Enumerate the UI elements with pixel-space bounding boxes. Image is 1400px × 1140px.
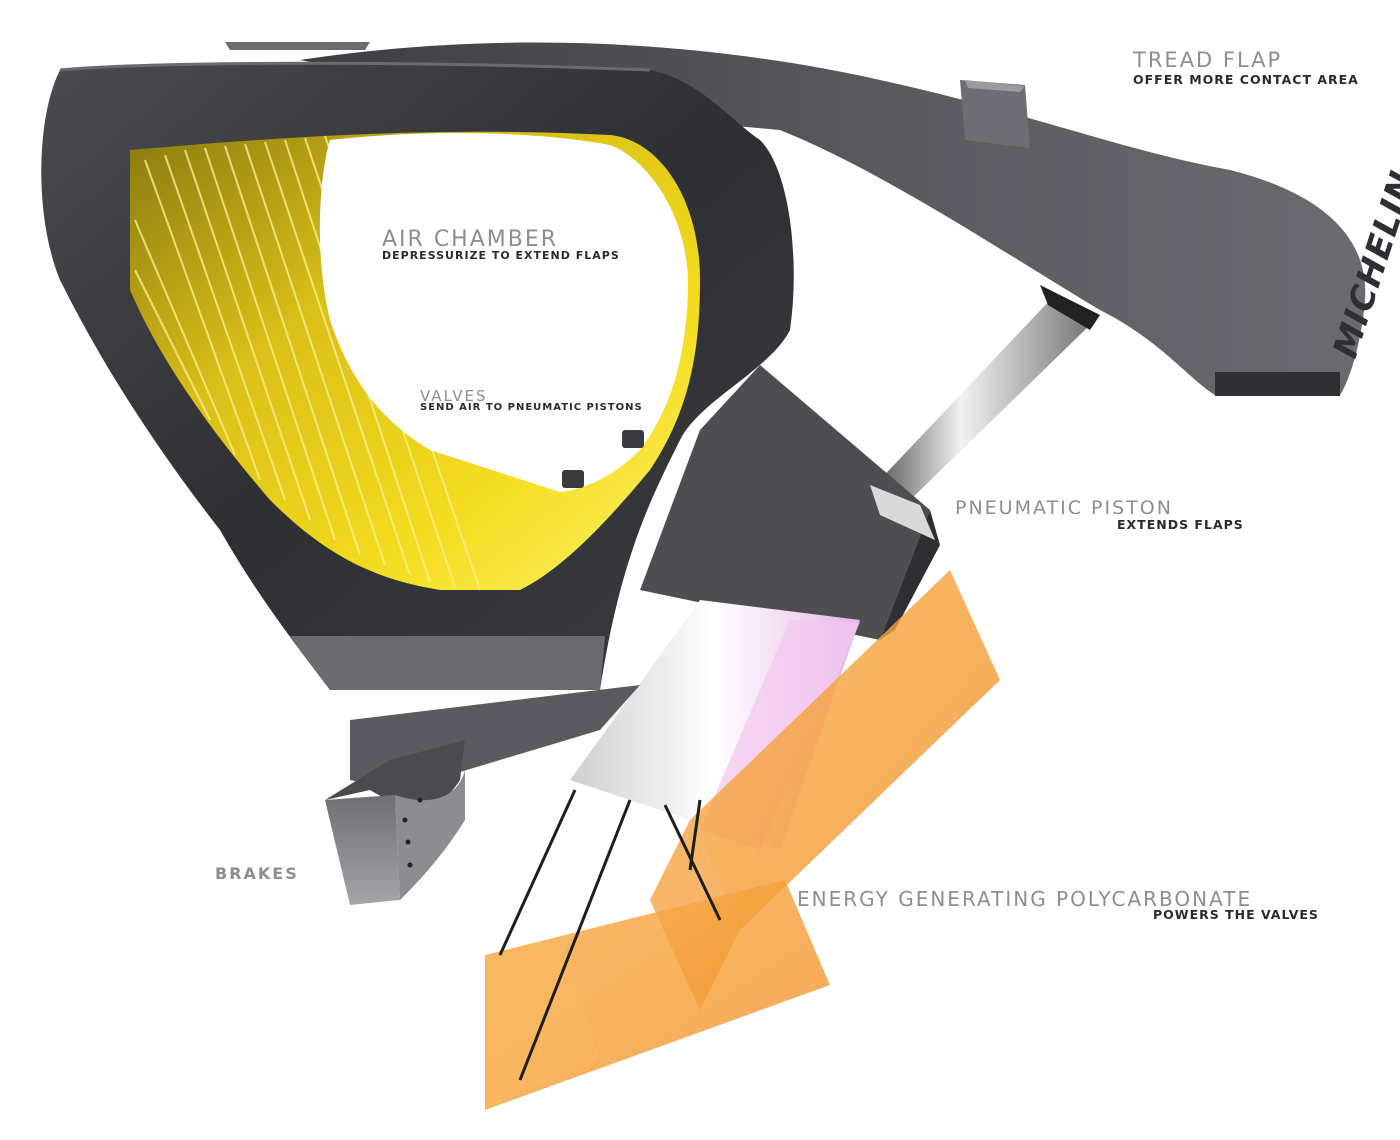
pneumatic-piston-title: PNEUMATIC PISTON (955, 497, 1173, 519)
polycarbonate-title: ENERGY GENERATING POLYCARBONATE (797, 887, 1253, 911)
air-chamber (130, 131, 700, 591)
piston-housing (640, 365, 940, 640)
pneumatic-piston-rod (875, 285, 1100, 505)
brakes (325, 685, 640, 905)
air-chamber-subtitle: DEPRESSURIZE TO EXTEND FLAPS (382, 249, 620, 262)
polycarbonate-subtitle: POWERS THE VALVES (1153, 907, 1319, 922)
air-chamber-title: AIR CHAMBER (382, 227, 559, 252)
valves-subtitle: SEND AIR TO PNEUMATIC PISTONS (420, 402, 643, 413)
brakes-title: BRAKES (215, 864, 299, 883)
valves-title: VALVES (420, 387, 488, 405)
valve-right (622, 430, 644, 448)
tread-flap-title: TREAD FLAP (1133, 48, 1283, 72)
polycarbonate-panels (485, 570, 1000, 1110)
tread-flap-subtitle: OFFER MORE CONTACT AREA (1133, 72, 1359, 87)
valve-left (562, 470, 584, 488)
pneumatic-piston-subtitle: EXTENDS FLAPS (1117, 517, 1244, 532)
